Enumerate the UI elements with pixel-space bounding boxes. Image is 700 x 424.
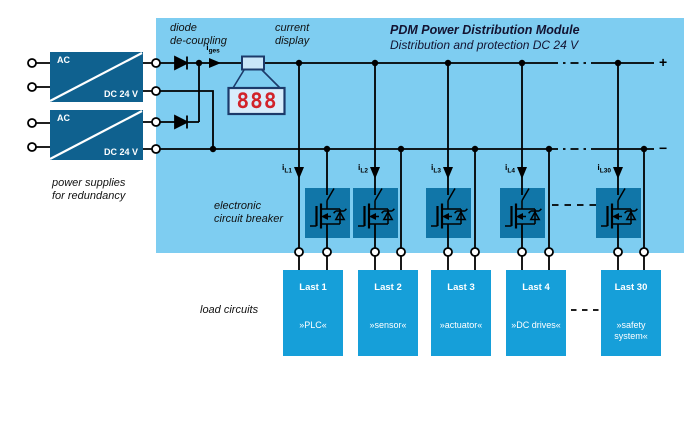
mosfet-breaker-icon	[308, 187, 348, 230]
iges-label: iges	[206, 42, 220, 55]
il3-arrow-icon	[443, 167, 453, 179]
breaker-symbols	[308, 187, 639, 230]
power-supplies-label: power supplies for redundancy	[52, 177, 126, 202]
supply1-ac-label: AC	[57, 55, 70, 65]
load30-name: Last 30	[614, 282, 648, 293]
load-box-3: Last 3 »actuator«	[431, 270, 491, 356]
wires	[36, 62, 654, 311]
load-circuits-label: load circuits	[200, 304, 259, 316]
supply2-ac-label: AC	[57, 113, 70, 123]
load1-type: »PLC«	[299, 320, 327, 330]
decoupling-diode-icons	[174, 55, 190, 130]
il4-label: iL4	[505, 162, 515, 175]
psu-diagonals	[49, 52, 143, 160]
diode-decoupling-label: diode de-coupling	[170, 22, 227, 47]
load3-name: Last 3	[447, 282, 475, 293]
diode-icon	[174, 55, 190, 71]
supply2-dc24v-label: DC 24 V	[103, 147, 138, 157]
mosfet-breaker-icon	[599, 187, 639, 230]
il2-arrow-icon	[370, 167, 380, 179]
load2-type: »sensor«	[369, 320, 407, 330]
mosfet-breaker-icon	[356, 187, 396, 230]
il2-label: iL2	[358, 162, 368, 175]
il1-label: iL1	[282, 162, 292, 175]
circuit-breaker-label: electronic circuit breaker	[214, 200, 284, 225]
load-box-4: Last 4 »DC drives«	[506, 270, 566, 356]
current-arrow-icons	[209, 58, 623, 179]
load4-name: Last 4	[522, 282, 550, 293]
page-subtitle: Distribution and protection DC 24 V	[390, 38, 579, 52]
load-box-2: Last 2 »sensor«	[358, 270, 418, 356]
current-display-value: 888	[236, 89, 278, 113]
plus-bus-label: +	[659, 54, 668, 70]
load2-name: Last 2	[374, 282, 402, 293]
load1-name: Last 1	[299, 282, 327, 293]
load30-type: »safety system«	[614, 320, 648, 341]
il1-arrow-icon	[294, 167, 304, 179]
minus-bus-label: −	[659, 140, 668, 156]
load4-type: »DC drives«	[511, 320, 561, 330]
il30-arrow-icon	[613, 167, 623, 179]
supply1-dc24v-label: DC 24 V	[103, 89, 138, 99]
branch1-wires	[298, 63, 328, 248]
load3-type: »actuator«	[439, 320, 483, 330]
il3-label: iL3	[431, 162, 441, 175]
mosfet-breaker-icon	[503, 187, 543, 230]
junction-dots	[195, 59, 648, 153]
load-box-30: Last 30 »safety system«	[601, 270, 661, 356]
supply1-minus-wire	[143, 90, 214, 149]
ac-input-wires	[36, 62, 50, 148]
load-lead-wires	[298, 256, 645, 270]
load-box-1: Last 1 »PLC«	[283, 270, 343, 356]
shunt-icon	[241, 55, 265, 71]
terminal-circles	[27, 58, 649, 257]
current-display-group	[227, 55, 286, 116]
iges-arrow-icon	[209, 58, 221, 68]
il4-arrow-icon	[517, 167, 527, 179]
current-display-label: current display	[275, 22, 310, 47]
page-title: PDM Power Distribution Module	[390, 23, 580, 37]
diode-icon	[174, 114, 190, 130]
il30-label: iL30	[597, 162, 611, 175]
mosfet-breaker-icon	[429, 187, 469, 230]
display-frame	[227, 86, 286, 116]
